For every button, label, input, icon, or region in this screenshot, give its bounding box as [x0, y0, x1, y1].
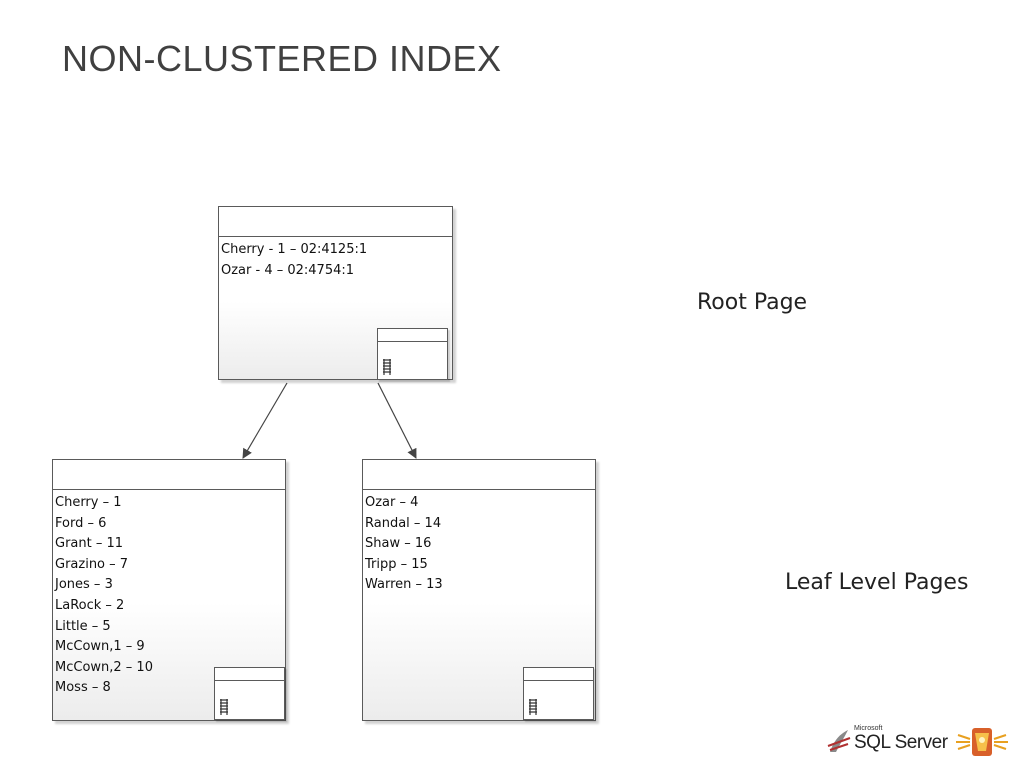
- arrow-root-to-left-leaf: [242, 382, 288, 459]
- root-row: Ozar - 4 – 02:4754:1: [221, 262, 355, 278]
- sql-server-logo: Microsoft SQL Server: [824, 722, 1014, 762]
- row-offset-slot: [523, 667, 594, 720]
- leaf-row: Shaw – 16: [365, 536, 432, 552]
- sql-server-emblem-icon: [827, 730, 851, 752]
- offset-array-icon: [383, 359, 391, 375]
- slide-title: NON-CLUSTERED INDEX: [62, 38, 502, 79]
- leaf-row: Grant – 11: [55, 536, 124, 552]
- leaf-row: Jones – 3: [55, 577, 113, 593]
- leaf-left-rows: Cherry – 1 Ford – 6 Grant – 11 Grazino –…: [55, 493, 153, 699]
- logo-microsoft-text: Microsoft: [854, 725, 883, 732]
- root-page-label: Root Page: [697, 290, 808, 315]
- leaf-row: Grazino – 7: [55, 556, 129, 572]
- offset-array-icon: [529, 699, 537, 715]
- leaf-row: Moss – 8: [55, 680, 111, 696]
- leaf-row: Randal – 14: [365, 515, 442, 531]
- arrow-root-to-right-leaf: [377, 382, 417, 459]
- leaf-level-pages-label: Leaf Level Pages: [785, 570, 969, 595]
- leaf-row: McCown,2 – 10: [55, 659, 153, 675]
- page-header: [363, 460, 595, 490]
- leaf-row: Cherry – 1: [55, 495, 122, 510]
- root-page-rows: Cherry - 1 – 02:4125:1 Ozar - 4 – 02:475…: [221, 240, 367, 281]
- offset-array-icon: [220, 699, 228, 715]
- page-header: [219, 207, 452, 237]
- root-row: Cherry - 1 – 02:4125:1: [221, 242, 368, 257]
- leaf-row: LaRock – 2: [55, 597, 125, 613]
- leaf-row: McCown,1 – 9: [55, 639, 145, 655]
- leaf-row: Warren – 13: [365, 577, 443, 593]
- logo-product-text: SQL Server: [854, 732, 948, 753]
- row-offset-slot: [377, 328, 448, 380]
- root-page-box: Cherry - 1 – 02:4125:1 Ozar - 4 – 02:475…: [218, 206, 453, 380]
- page-header: [53, 460, 285, 490]
- leaf-row: Ford – 6: [55, 515, 107, 531]
- sql-server-product-badge-icon: [956, 728, 1008, 756]
- leaf-page-box-left: Cherry – 1 Ford – 6 Grant – 11 Grazino –…: [52, 459, 286, 721]
- leaf-row: Little – 5: [55, 618, 111, 634]
- leaf-page-box-right: Ozar – 4 Randal – 14 Shaw – 16 Tripp – 1…: [362, 459, 596, 721]
- row-offset-slot: [214, 667, 285, 720]
- leaf-right-rows: Ozar – 4 Randal – 14 Shaw – 16 Tripp – 1…: [365, 493, 443, 596]
- leaf-row: Ozar – 4: [365, 495, 419, 510]
- leaf-row: Tripp – 15: [365, 556, 428, 572]
